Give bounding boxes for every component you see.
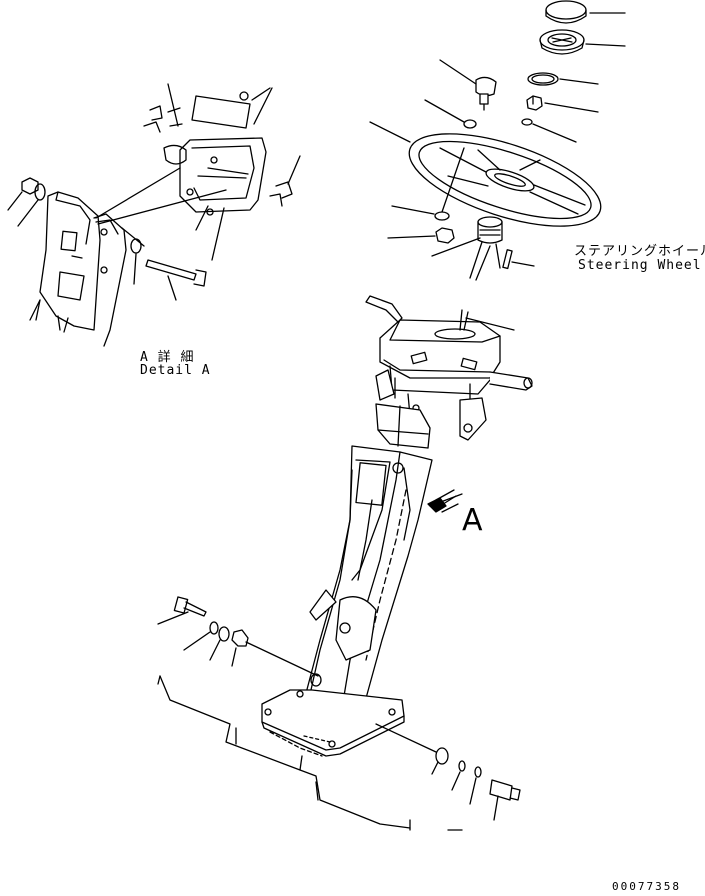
base-lockwasher-left xyxy=(183,621,219,651)
view-arrow-letter: A xyxy=(462,503,483,538)
left-lever-switch xyxy=(365,295,403,323)
base-washer-right xyxy=(375,723,449,775)
base-bolt-right xyxy=(489,779,521,821)
detail-a-label-en: Detail A xyxy=(140,363,211,378)
detail-a-washer-2 xyxy=(130,238,142,285)
column-bracket-right xyxy=(459,397,487,441)
tilt-joint-block xyxy=(375,403,431,449)
horn-button-plate xyxy=(539,29,626,55)
spinner-knob xyxy=(439,59,497,111)
base-lockwasher-right xyxy=(451,760,466,791)
shaft-key-pin xyxy=(502,249,535,270)
snap-ring xyxy=(527,72,599,86)
knob-washer xyxy=(424,99,477,129)
view-arrow xyxy=(427,489,463,513)
detail-a-nut xyxy=(7,177,39,211)
detail-a-washer xyxy=(17,183,46,227)
column-base-plate xyxy=(261,689,405,757)
steering-wheel xyxy=(369,121,602,227)
base-bolt-left xyxy=(157,596,207,625)
wheel-lower-nut xyxy=(387,227,455,244)
detail-a-frame-bracket xyxy=(29,191,127,347)
base-springwasher-right xyxy=(469,766,482,805)
column-head-assembly xyxy=(379,309,515,403)
steering-washer xyxy=(521,118,577,143)
base-washer-left xyxy=(209,626,230,661)
steering-nut xyxy=(526,95,599,113)
steering-wheel-label-en: Steering Wheel xyxy=(578,258,702,273)
detail-a-bolt xyxy=(121,227,207,301)
detail-a-label-jp: A 詳 細 xyxy=(140,350,195,365)
drawing-number: 00077358 xyxy=(612,880,681,893)
column-post xyxy=(299,445,433,721)
right-lever-switch xyxy=(489,371,533,391)
steering-hub xyxy=(431,216,503,281)
horn-cap xyxy=(545,0,626,24)
base-nut-left xyxy=(231,629,319,677)
wheel-lower-washer xyxy=(391,205,450,221)
detail-a-switch-bracket xyxy=(163,87,271,216)
steering-wheel-label-jp: ステアリングホイール xyxy=(574,244,705,259)
detail-a-leader-lines xyxy=(95,83,301,261)
floor-frame xyxy=(157,675,463,831)
